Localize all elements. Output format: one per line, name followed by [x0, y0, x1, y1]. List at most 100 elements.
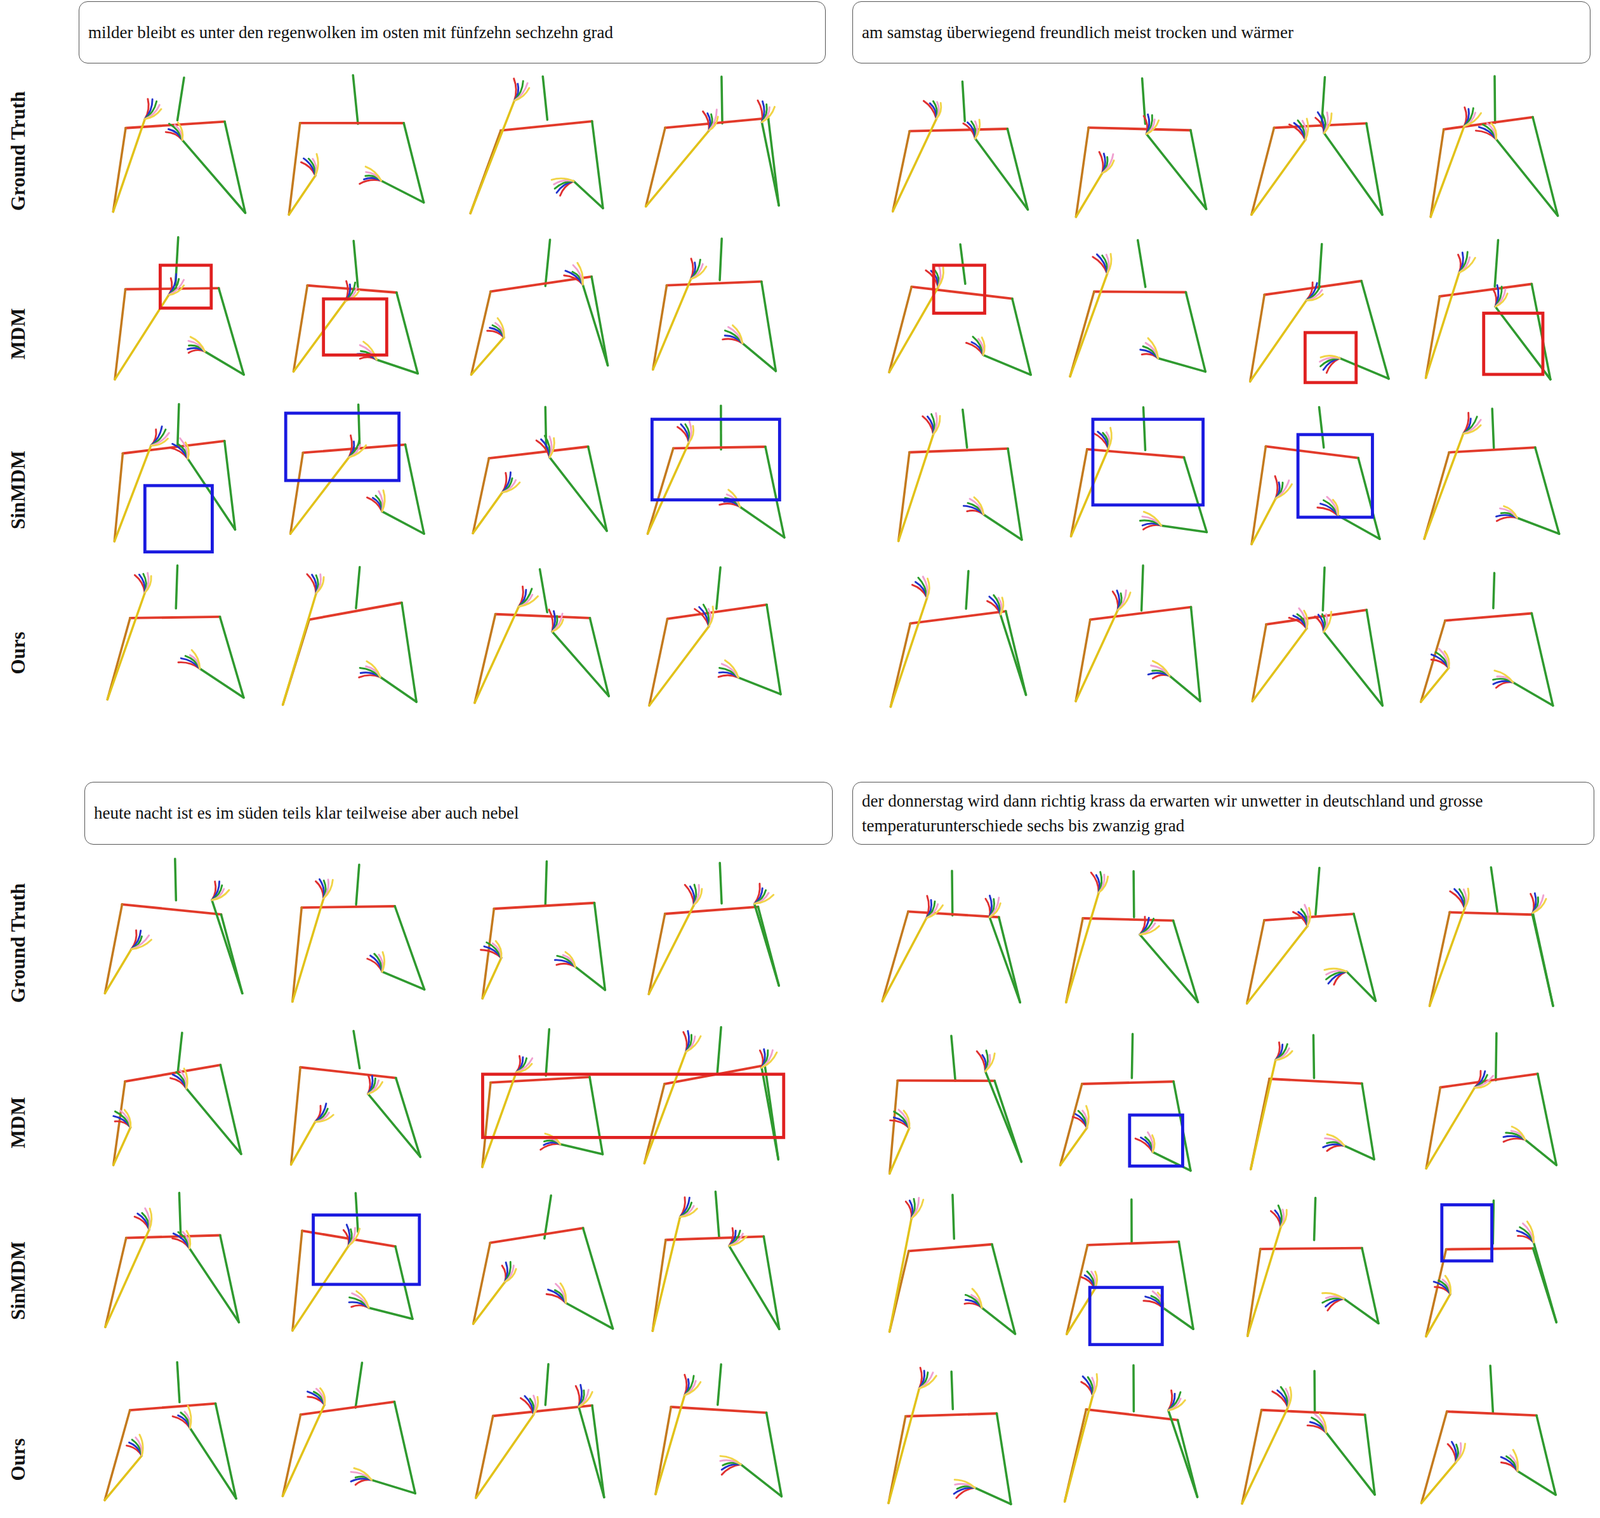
- right-upper-arm: [1007, 448, 1022, 541]
- highlight-box: [651, 419, 780, 501]
- finger-line: [1275, 1051, 1293, 1060]
- shoulder-bone: [500, 121, 593, 131]
- finger-line: [184, 1068, 188, 1089]
- shoulder-bone: [489, 1228, 583, 1243]
- right-forearm: [371, 1480, 416, 1494]
- right-upper-arm: [1535, 447, 1560, 534]
- left-forearm: [1250, 300, 1307, 382]
- head-bone: [1130, 1199, 1133, 1243]
- left-forearm: [290, 457, 350, 534]
- row-label: MDM: [6, 1097, 30, 1149]
- hand-keypoints: [702, 109, 718, 131]
- pose-skeleton: [107, 565, 244, 700]
- hand-keypoints: [359, 166, 382, 185]
- pose-skeleton: [1421, 1365, 1557, 1504]
- hand-keypoints: [367, 952, 385, 972]
- finger-line: [124, 1110, 131, 1128]
- right-forearm: [1139, 934, 1199, 1003]
- left-forearm: [293, 300, 346, 372]
- finger-line: [1287, 1387, 1291, 1408]
- hand-keypoints: [1090, 872, 1109, 893]
- hand-keypoints: [1315, 611, 1332, 633]
- left-forearm: [473, 1282, 506, 1324]
- head-bone: [1494, 239, 1498, 287]
- hand-keypoints: [554, 952, 576, 967]
- row-label: Ground Truth: [6, 91, 30, 212]
- head-bone: [353, 241, 358, 288]
- finger-line: [544, 436, 550, 458]
- head-bone: [1131, 1033, 1133, 1078]
- head-bone: [544, 1195, 551, 1239]
- right-upper-arm: [592, 1405, 605, 1498]
- left-upper-arm: [882, 911, 909, 1001]
- hand-keypoints: [963, 497, 984, 515]
- left-forearm: [282, 1404, 325, 1496]
- head-bone: [1313, 1035, 1314, 1079]
- shoulder-bone: [493, 903, 595, 909]
- finger-line: [312, 575, 317, 594]
- hand-keypoints: [349, 1291, 369, 1309]
- row-label: Ours: [6, 631, 30, 675]
- right-forearm: [1158, 358, 1206, 372]
- row-label: Ours: [6, 1438, 30, 1481]
- right-forearm: [1325, 1432, 1375, 1495]
- finger-line: [903, 1110, 910, 1128]
- finger-line: [1078, 1110, 1088, 1128]
- shoulder-bone: [1448, 447, 1536, 453]
- pose-skeleton: [1064, 1365, 1198, 1502]
- sentence-text: milder bleibt es unter den regenwolken i…: [88, 20, 614, 45]
- pose-skeleton: [1429, 867, 1554, 1006]
- right-forearm: [974, 1487, 1012, 1505]
- right-forearm: [573, 180, 603, 209]
- left-upper-arm: [1075, 619, 1091, 701]
- finger-line: [720, 1455, 741, 1465]
- right-upper-arm: [1353, 913, 1376, 1001]
- right-forearm: [552, 631, 609, 697]
- finger-line: [1280, 1209, 1287, 1227]
- finger-line: [578, 1391, 593, 1407]
- row-label: SinMDM: [6, 450, 30, 530]
- finger-line: [922, 416, 934, 435]
- shoulder-bone: [1269, 1078, 1362, 1084]
- right-forearm: [565, 1302, 613, 1329]
- finger-line: [1455, 1443, 1466, 1463]
- hand-keypoints: [754, 884, 774, 905]
- pose-skeleton: [282, 1362, 416, 1496]
- head-bone: [719, 238, 722, 280]
- shoulder-bone: [130, 1403, 216, 1411]
- right-upper-arm: [224, 121, 245, 214]
- hand-keypoints: [677, 421, 694, 443]
- finger-line: [315, 154, 318, 176]
- highlight-box: [482, 1074, 784, 1138]
- finger-line: [1323, 113, 1332, 134]
- pose-skeleton: [112, 77, 245, 213]
- finger-line: [191, 649, 200, 669]
- right-upper-arm: [594, 903, 606, 991]
- left-upper-arm: [653, 285, 668, 371]
- head-bone: [719, 863, 722, 904]
- hand-keypoints: [684, 884, 702, 906]
- head-bone: [1318, 407, 1324, 449]
- finger-line: [1504, 506, 1518, 518]
- pose-skeleton: [472, 406, 607, 534]
- head-bone: [1132, 871, 1135, 918]
- finger-line: [721, 1464, 741, 1475]
- pose-skeleton: [1426, 1200, 1557, 1337]
- pose-skeleton: [114, 237, 244, 380]
- hand-keypoints: [963, 119, 980, 139]
- finger-line: [729, 1236, 747, 1246]
- finger-line: [954, 1480, 975, 1489]
- pose-skeleton: [889, 1035, 1022, 1174]
- shoulder-bone: [1082, 1081, 1174, 1085]
- shoulder-bone: [666, 281, 761, 286]
- head-bone: [1143, 407, 1145, 451]
- shoulder-bone: [121, 904, 221, 915]
- shoulder-bone: [910, 611, 1006, 624]
- right-forearm: [575, 966, 605, 990]
- hand-keypoints: [1139, 511, 1161, 530]
- right-upper-arm: [401, 602, 417, 702]
- hand-keypoints: [481, 941, 503, 958]
- hand-keypoints: [211, 881, 230, 900]
- finger-line: [1464, 112, 1482, 127]
- finger-line: [1319, 357, 1340, 362]
